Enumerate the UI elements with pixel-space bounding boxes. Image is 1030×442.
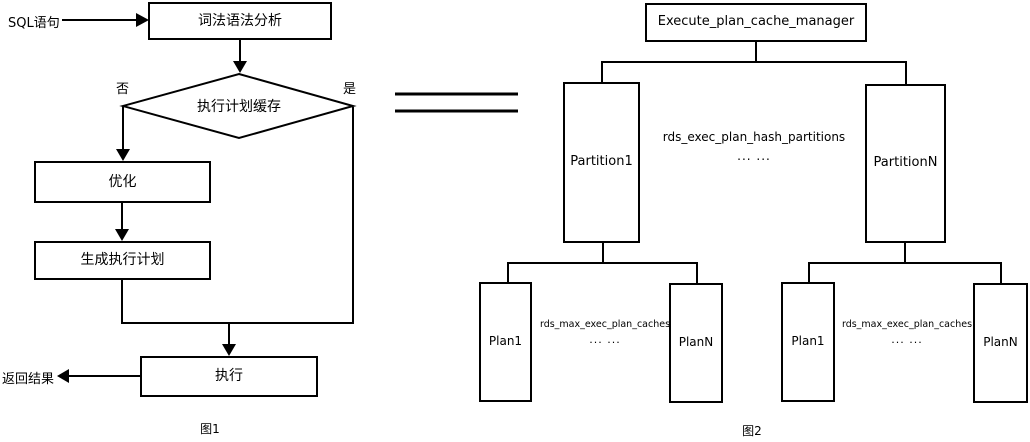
- plan-level-annotation-left: rds_max_exec_plan_caches ... ...: [505, 319, 705, 346]
- arrowhead-down-icon: [115, 229, 129, 241]
- branch-yes-label: 是: [343, 82, 357, 97]
- sql-input-label: SQL语句: [8, 16, 60, 31]
- node-label: PartitionN: [873, 155, 938, 171]
- branch-no-label: 否: [116, 82, 130, 97]
- node-execute: 执行: [140, 356, 318, 397]
- equals-icon: [395, 92, 518, 113]
- plan-level-annotation-right: rds_max_exec_plan_caches ... ...: [807, 319, 1007, 346]
- node-planN-left: PlanN: [669, 283, 723, 403]
- node-partitionN: PartitionN: [865, 84, 946, 243]
- annotation-ellipsis: ... ...: [589, 333, 621, 346]
- node-label: 生成执行计划: [80, 252, 165, 269]
- node-plan1-right: Plan1: [781, 282, 835, 402]
- node-partition1: Partition1: [563, 82, 640, 243]
- node-label: 优化: [108, 173, 137, 190]
- node-label: Partition1: [570, 154, 633, 170]
- annotation-ellipsis: ... ...: [891, 333, 923, 346]
- arrowhead-down-icon: [116, 149, 130, 161]
- node-optimize: 优化: [34, 161, 211, 203]
- node-label: 词法语法分析: [198, 12, 282, 29]
- partition-level-annotation: rds_exec_plan_hash_partitions ... ...: [604, 130, 904, 163]
- node-lexical-syntax-analysis: 词法语法分析: [148, 2, 332, 40]
- node-label: Execute_plan_cache_manager: [657, 14, 855, 30]
- arrowhead-right-icon: [136, 13, 149, 27]
- annotation-text: rds_max_exec_plan_caches: [539, 319, 671, 330]
- arrowhead-down-icon: [222, 344, 236, 356]
- decision-diamond: [119, 72, 357, 140]
- figure1-caption: 图1: [200, 422, 220, 436]
- node-label: 执行: [215, 368, 243, 385]
- annotation-text: rds_max_exec_plan_caches: [841, 319, 973, 330]
- node-label: Plan1: [488, 334, 523, 349]
- node-plan1-left: Plan1: [479, 282, 532, 402]
- node-plan-cache-decision: 执行计划缓存: [197, 99, 281, 115]
- node-label: Plan1: [791, 334, 825, 349]
- node-generate-plan: 生成执行计划: [34, 241, 211, 280]
- arrowhead-down-icon: [233, 61, 247, 73]
- annotation-ellipsis: ... ...: [737, 149, 771, 163]
- result-output-label: 返回结果: [2, 372, 55, 387]
- node-planN-right: PlanN: [973, 283, 1028, 403]
- node-label: PlanN: [678, 335, 714, 350]
- figure2-caption: 图2: [742, 424, 762, 438]
- arrowhead-left-icon: [57, 369, 69, 383]
- annotation-text: rds_exec_plan_hash_partitions: [662, 130, 846, 144]
- node-label: PlanN: [983, 335, 1018, 350]
- node-execute-plan-cache-manager: Execute_plan_cache_manager: [645, 3, 867, 42]
